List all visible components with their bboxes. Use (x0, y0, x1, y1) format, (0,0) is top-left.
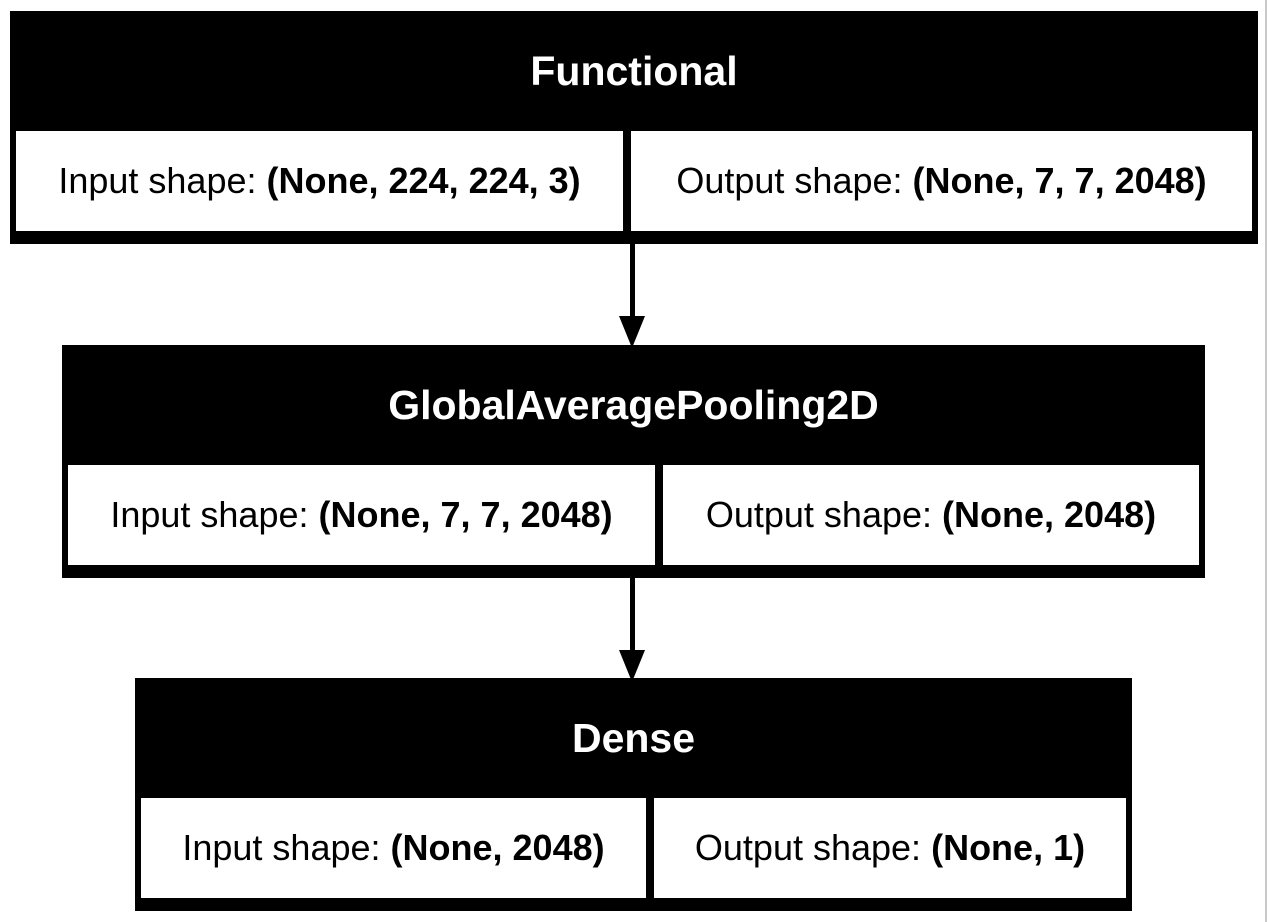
output-shape-cell: Output shape: (None, 7, 7, 2048) (631, 131, 1252, 231)
layer-title: Functional (530, 47, 738, 94)
edge-arrow-head (619, 316, 645, 348)
output-shape-cell: Output shape: (None, 2048) (663, 465, 1199, 565)
layer-shapes: Input shape: (None, 2048) Output shape: … (141, 798, 1126, 898)
output-shape-value: (None, 1) (931, 827, 1086, 868)
output-shape-label: Output shape: (694, 827, 922, 868)
output-shape-label: Output shape: (705, 494, 933, 535)
edge-arrow-shaft (630, 578, 635, 652)
edge-arrow-head (619, 650, 645, 682)
output-shape-cell: Output shape: (None, 1) (654, 798, 1126, 898)
layer-node-functional: Functional Input shape: (None, 224, 224,… (10, 11, 1258, 244)
output-shape-value: (None, 7, 7, 2048) (912, 160, 1207, 201)
input-shape-value: (None, 7, 7, 2048) (318, 494, 613, 535)
layer-node-globalaveragepooling2d: GlobalAveragePooling2D Input shape: (Non… (62, 345, 1205, 578)
input-shape-cell: Input shape: (None, 2048) (141, 798, 646, 898)
layer-node-dense: Dense Input shape: (None, 2048) Output s… (135, 678, 1132, 911)
output-shape-value: (None, 2048) (942, 494, 1157, 535)
input-shape-value: (None, 224, 224, 3) (266, 160, 581, 201)
cell-divider (623, 131, 631, 231)
cell-divider (646, 798, 654, 898)
input-shape-value: (None, 2048) (390, 827, 605, 868)
input-shape-label: Input shape: (182, 827, 381, 868)
page-edge (1265, 0, 1267, 922)
layer-shapes: Input shape: (None, 7, 7, 2048) Output s… (68, 465, 1199, 565)
layer-title: GlobalAveragePooling2D (388, 381, 879, 428)
input-shape-label: Input shape: (58, 160, 257, 201)
output-shape-label: Output shape: (676, 160, 903, 201)
layer-title: Dense (571, 714, 696, 761)
edge-arrow-shaft (630, 244, 635, 318)
input-shape-cell: Input shape: (None, 224, 224, 3) (16, 131, 623, 231)
input-shape-label: Input shape: (110, 494, 309, 535)
layer-shapes: Input shape: (None, 224, 224, 3) Output … (16, 131, 1252, 231)
input-shape-cell: Input shape: (None, 7, 7, 2048) (68, 465, 655, 565)
cell-divider (655, 465, 663, 565)
